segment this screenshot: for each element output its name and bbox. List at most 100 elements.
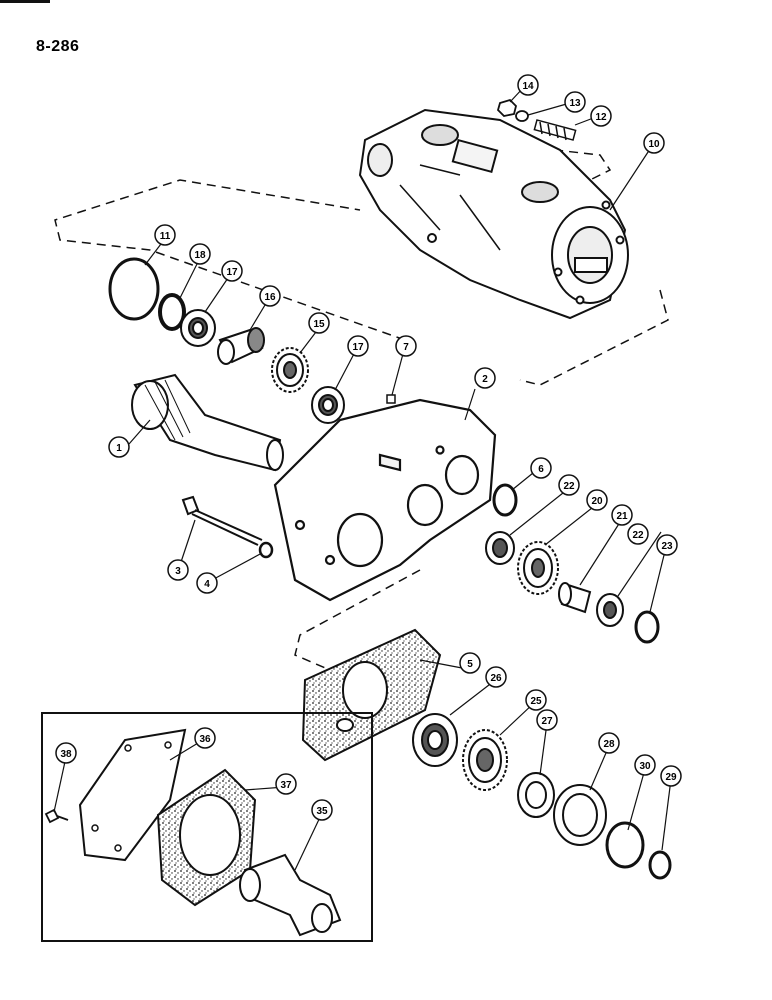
drive-gear-15 bbox=[271, 347, 309, 393]
callout-27: 27 bbox=[536, 709, 558, 731]
callout-21: 21 bbox=[611, 504, 633, 526]
cover-plate-holes bbox=[91, 741, 172, 852]
callout-5: 5 bbox=[459, 652, 481, 674]
callout-18: 18 bbox=[189, 243, 211, 265]
callout-11: 11 bbox=[154, 224, 176, 246]
svg-text:22: 22 bbox=[563, 481, 575, 492]
svg-text:29: 29 bbox=[665, 772, 677, 783]
svg-text:13: 13 bbox=[569, 98, 581, 109]
snap-ring-18 bbox=[158, 293, 186, 331]
svg-text:6: 6 bbox=[538, 464, 544, 475]
seal-ring-6 bbox=[492, 483, 518, 517]
svg-text:26: 26 bbox=[490, 673, 502, 684]
callout-35: 35 bbox=[311, 799, 333, 821]
svg-text:21: 21 bbox=[616, 511, 628, 522]
callout-group: 1 2 3 4 5 6 7 10 11 12 13 14 15 16 17 17… bbox=[55, 74, 682, 821]
bearing-17-lower bbox=[311, 386, 345, 424]
header-rule bbox=[0, 0, 50, 3]
callout-36: 36 bbox=[194, 727, 216, 749]
callout-7: 7 bbox=[395, 335, 417, 357]
svg-text:17: 17 bbox=[352, 342, 364, 353]
snap-ring-23 bbox=[634, 610, 660, 644]
callout-10: 10 bbox=[643, 132, 665, 154]
svg-text:12: 12 bbox=[595, 112, 607, 123]
page-number: 8-286 bbox=[36, 38, 80, 55]
svg-text:36: 36 bbox=[199, 734, 211, 745]
svg-text:35: 35 bbox=[316, 806, 328, 817]
splined-coupling-16 bbox=[217, 327, 265, 365]
svg-text:23: 23 bbox=[661, 541, 673, 552]
idler-shaft-21 bbox=[558, 582, 592, 614]
svg-text:4: 4 bbox=[204, 579, 210, 590]
hydraulic-pump-assembly bbox=[358, 108, 629, 320]
svg-text:38: 38 bbox=[60, 749, 72, 760]
callout-20: 20 bbox=[586, 489, 608, 511]
idler-gear-20 bbox=[517, 541, 559, 595]
callout-leaders bbox=[53, 86, 672, 871]
svg-text:17: 17 bbox=[226, 267, 238, 278]
snap-ring-29 bbox=[648, 850, 672, 880]
svg-text:5: 5 bbox=[467, 659, 473, 670]
svg-text:18: 18 bbox=[194, 250, 206, 261]
svg-text:25: 25 bbox=[530, 696, 542, 707]
inset-frame bbox=[41, 712, 373, 942]
mounting-gasket-5 bbox=[301, 628, 442, 762]
cover-gasket-37 bbox=[156, 768, 257, 907]
callout-29: 29 bbox=[660, 765, 682, 787]
gear-housing-2 bbox=[273, 398, 497, 602]
callout-28: 28 bbox=[598, 732, 620, 754]
svg-text:16: 16 bbox=[264, 292, 276, 303]
callout-13: 13 bbox=[564, 91, 586, 113]
svg-text:1: 1 bbox=[116, 443, 122, 454]
o-ring-11 bbox=[108, 257, 160, 321]
callout-17-upper: 17 bbox=[221, 260, 243, 282]
callout-25: 25 bbox=[525, 689, 547, 711]
callout-4: 4 bbox=[196, 572, 218, 594]
callout-6: 6 bbox=[530, 457, 552, 479]
callout-17-lower: 17 bbox=[347, 335, 369, 357]
svg-text:37: 37 bbox=[280, 780, 292, 791]
bearing-17-upper bbox=[180, 309, 216, 347]
pipe-plug-7 bbox=[386, 394, 396, 404]
svg-text:20: 20 bbox=[591, 496, 603, 507]
bearing-26 bbox=[412, 713, 458, 767]
svg-text:2: 2 bbox=[482, 374, 488, 385]
cover-plate-36 bbox=[78, 728, 187, 862]
svg-text:3: 3 bbox=[175, 566, 181, 577]
callout-26: 26 bbox=[485, 666, 507, 688]
svg-text:15: 15 bbox=[313, 319, 325, 330]
svg-text:27: 27 bbox=[541, 716, 553, 727]
callout-1: 1 bbox=[108, 436, 130, 458]
callout-23: 23 bbox=[656, 534, 678, 556]
callout-38: 38 bbox=[55, 742, 77, 764]
svg-text:7: 7 bbox=[403, 342, 409, 353]
svg-text:30: 30 bbox=[639, 761, 651, 772]
callout-3: 3 bbox=[167, 559, 189, 581]
svg-text:10: 10 bbox=[648, 139, 660, 150]
callout-12: 12 bbox=[590, 105, 612, 127]
splined-shaft-1 bbox=[131, 373, 284, 472]
lock-washer-13 bbox=[515, 110, 529, 122]
flat-washer-4 bbox=[258, 541, 274, 559]
svg-text:28: 28 bbox=[603, 739, 615, 750]
callout-30: 30 bbox=[634, 754, 656, 776]
dashed-alignment-outline-plate bbox=[294, 569, 421, 671]
bolt-3 bbox=[181, 495, 263, 546]
callout-22-left: 22 bbox=[558, 474, 580, 496]
svg-text:14: 14 bbox=[522, 81, 534, 92]
callout-15: 15 bbox=[308, 312, 330, 334]
callout-22-right: 22 bbox=[627, 523, 649, 545]
callout-2: 2 bbox=[474, 367, 496, 389]
cap-screw-38 bbox=[44, 808, 69, 824]
bearing-retainer-28 bbox=[553, 784, 607, 846]
oil-seal-27 bbox=[517, 772, 555, 818]
bearing-22-left bbox=[485, 531, 515, 565]
pump-stud-12 bbox=[533, 119, 577, 141]
svg-text:22: 22 bbox=[632, 530, 644, 541]
snap-ring-30 bbox=[605, 821, 645, 869]
callout-16: 16 bbox=[259, 285, 281, 307]
output-gear-25 bbox=[462, 729, 508, 791]
svg-text:11: 11 bbox=[160, 231, 171, 242]
output-shaft-35 bbox=[239, 853, 342, 937]
